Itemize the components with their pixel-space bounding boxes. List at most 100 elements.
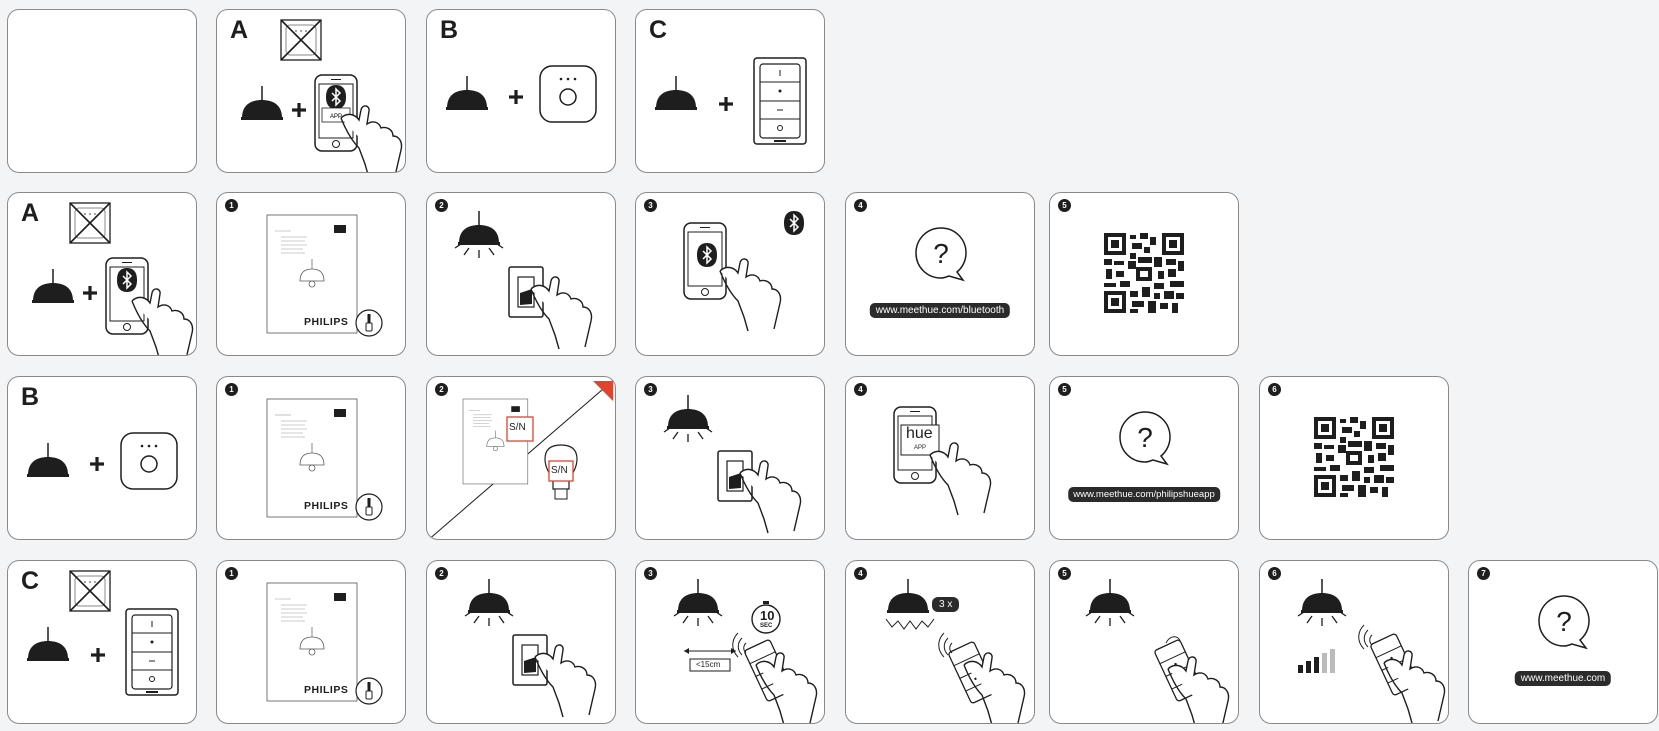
plus-icon: [90, 457, 104, 471]
lamp-icon: [26, 442, 70, 478]
hue-bridge-icon: [539, 65, 597, 123]
help-url[interactable]: www.meethue.com/bluetooth: [869, 303, 1011, 318]
bridge-setup-illustration: [445, 65, 597, 123]
hue-bridge-icon: [120, 432, 178, 490]
plus-icon: [509, 90, 523, 104]
bluetooth-icon: [325, 84, 347, 110]
option-letter: A: [230, 16, 249, 44]
dimmer-switch-icon: [125, 608, 179, 696]
note-corner-icon: [593, 381, 613, 401]
light-rays-icon: [1085, 611, 1135, 627]
row-a-step-5: 5: [1049, 192, 1239, 356]
bridge-setup-illustration: [26, 432, 178, 490]
option-letter: B: [440, 16, 459, 44]
row-a-step-3: 3: [635, 192, 825, 356]
serial-label-bulb: S/N: [551, 465, 568, 476]
no-bridge-icon: [69, 570, 111, 612]
bluetooth-icon: [783, 210, 805, 236]
plus-icon: [83, 286, 97, 300]
manual-illustration: [266, 398, 383, 521]
serial-label-manual: S/N: [509, 422, 526, 433]
row-c-intro: C: [7, 560, 197, 724]
screwdriver-icon: [355, 309, 383, 337]
hue-logo-text: hue: [906, 425, 933, 442]
row-c-step-7: 7 ? www.meethue.com: [1468, 560, 1658, 724]
qr-code-icon: [1104, 233, 1184, 313]
step-number: 6: [1268, 383, 1281, 396]
help-illustration: ?: [1119, 411, 1171, 465]
brand-label: PHILIPS: [304, 684, 349, 696]
manual-illustration: [266, 582, 383, 705]
question-mark: ?: [933, 238, 949, 269]
row-letter: C: [21, 567, 40, 595]
qr-code-illustration: [1314, 417, 1394, 497]
row-b-step-5: 5 ? www.meethue.com/philipshueapp: [1049, 376, 1239, 540]
signal-strength-illustration: [1297, 578, 1446, 723]
step-number: 3: [644, 383, 657, 396]
distance-label: <15cm: [696, 660, 721, 669]
row-c-step-5: 5: [1049, 560, 1239, 724]
blink-burst-icon: [885, 618, 935, 630]
row-a-intro: A: [7, 192, 197, 356]
step-number: 5: [1058, 199, 1071, 212]
power-on-illustration: [663, 394, 802, 534]
lamp-icon: [654, 75, 698, 111]
serial-box-manual: [506, 416, 534, 442]
light-rays-icon: [454, 243, 504, 259]
light-rays-icon: [673, 611, 723, 627]
lamp-icon: [886, 578, 930, 614]
row-b-step-3: 3: [635, 376, 825, 540]
no-bridge-icon: [280, 19, 322, 61]
plus-icon: [292, 103, 306, 117]
question-mark: ?: [1137, 422, 1153, 453]
step-number: 4: [854, 199, 867, 212]
brand-label: PHILIPS: [304, 316, 349, 328]
bluetooth-icon: [116, 267, 138, 293]
lamp-icon: [666, 394, 710, 430]
screwdriver-icon: [355, 677, 383, 705]
qr-code-icon: [1314, 417, 1394, 497]
timer-unit: SEC: [760, 623, 773, 629]
dimmer-setup-illustration: [26, 570, 179, 696]
lamp-icon: [26, 626, 70, 662]
dimmer-switch-icon: [753, 57, 807, 145]
bluetooth-icon: [696, 242, 718, 268]
step-number: 1: [225, 383, 238, 396]
power-on-illustration: [454, 210, 593, 350]
help-url[interactable]: www.meethue.com: [1514, 671, 1612, 686]
qr-code-illustration: [1104, 233, 1184, 313]
step-number: 7: [1477, 567, 1490, 580]
signal-waves-icon: [732, 632, 747, 658]
hue-app-illustration: [893, 406, 992, 516]
row-c-step-1: 1 PHILIPS: [216, 560, 406, 724]
brand-label: PHILIPS: [304, 500, 349, 512]
open-app-illustration: [683, 210, 805, 332]
lamp-icon: [457, 210, 501, 246]
power-on-illustration: [464, 578, 597, 718]
manual-illustration: [266, 214, 383, 337]
row-b-step-6: 6: [1259, 376, 1449, 540]
light-rays-icon: [464, 611, 514, 627]
help-url[interactable]: www.meethue.com/philipshueapp: [1068, 487, 1220, 502]
step-number: 1: [225, 567, 238, 580]
lamp-icon: [31, 268, 75, 304]
step-number: 2: [435, 199, 448, 212]
signal-bars-icon: [1298, 649, 1335, 673]
step-number: 4: [854, 383, 867, 396]
app-label: APP: [914, 445, 927, 451]
lamp-icon: [1088, 578, 1132, 614]
row-a-step-2: 2: [426, 192, 616, 356]
lamp-icon: [1300, 578, 1344, 614]
option-letter: C: [649, 16, 668, 44]
timer-icon: [751, 604, 781, 634]
row-a-step-4: 4 ? www.meethue.com/bluetooth: [845, 192, 1035, 356]
step-number: 6: [1268, 567, 1281, 580]
lamp-icon: [467, 578, 511, 614]
row-b-step-4: 4 hue APP: [845, 376, 1035, 540]
step-number: 4: [854, 567, 867, 580]
rotate-arrow-icon: [1165, 636, 1181, 644]
lamp-icon: [445, 75, 489, 111]
help-illustration: ?: [915, 227, 967, 281]
row-a-step-1: 1 PHILIPS: [216, 192, 406, 356]
timer-value: 10: [760, 608, 775, 623]
